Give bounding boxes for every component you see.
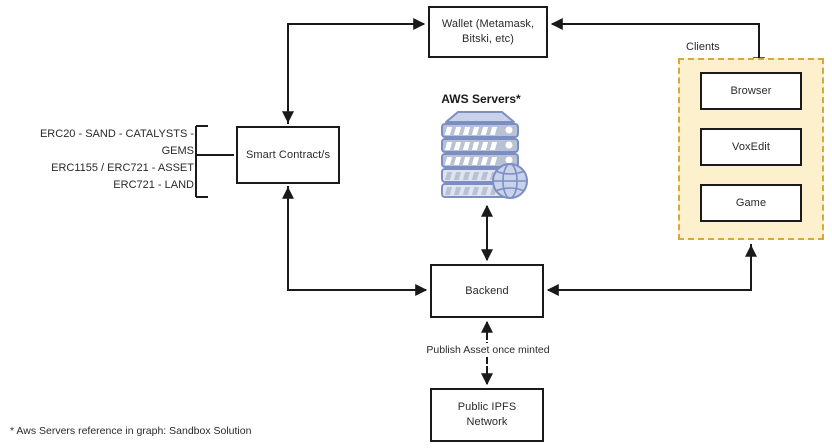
node-browser[interactable]: Browser xyxy=(700,72,802,110)
aws-servers-title: AWS Servers* xyxy=(441,92,521,106)
node-backend[interactable]: Backend xyxy=(430,264,544,318)
node-wallet-label-line1: Wallet (Metamask, xyxy=(441,18,535,31)
edge-contract-wallet xyxy=(287,18,426,124)
node-smart-contract[interactable]: Smart Contract/s xyxy=(236,126,340,184)
footnote-text: * Aws Servers reference in graph: Sandbo… xyxy=(10,425,252,437)
node-wallet[interactable]: Wallet (Metamask, Bitski, etc) xyxy=(428,6,548,58)
globe-icon xyxy=(492,163,528,199)
node-ipfs-label-line1: Public IPFS xyxy=(457,401,517,414)
node-wallet-label-line2: Bitski, etc) xyxy=(462,33,514,45)
edge-clients-backend xyxy=(546,244,752,296)
edge-clients-wallet xyxy=(550,18,760,32)
node-public-ipfs-network[interactable]: Public IPFS Network xyxy=(430,388,544,442)
node-game[interactable]: Game xyxy=(700,184,802,222)
token-standard-line: ERC1155 / ERC721 - ASSET xyxy=(51,162,194,175)
node-game-label: Game xyxy=(735,196,767,209)
node-backend-label: Backend xyxy=(465,284,509,297)
node-voxedit-label: VoxEdit xyxy=(731,140,770,153)
token-standards-labels: ERC20 - SAND - CATALYSTS - GEMS ERC1155 … xyxy=(8,126,194,194)
node-smart-contract-label: Smart Contract/s xyxy=(245,148,331,161)
node-ipfs-label-line2: Network xyxy=(466,416,508,428)
token-standard-line: ERC721 - LAND xyxy=(113,179,194,192)
node-browser-label: Browser xyxy=(730,84,772,97)
token-standard-line: ERC20 - SAND - CATALYSTS - GEMS xyxy=(39,128,194,158)
edge-backend-contract xyxy=(287,186,428,296)
server-rack-icon xyxy=(441,111,528,199)
node-voxedit[interactable]: VoxEdit xyxy=(700,128,802,166)
edge-erc-bracket xyxy=(195,125,234,198)
edge-label-publish-asset: Publish Asset once minted xyxy=(400,343,576,357)
clients-group-label: Clients xyxy=(686,41,720,53)
